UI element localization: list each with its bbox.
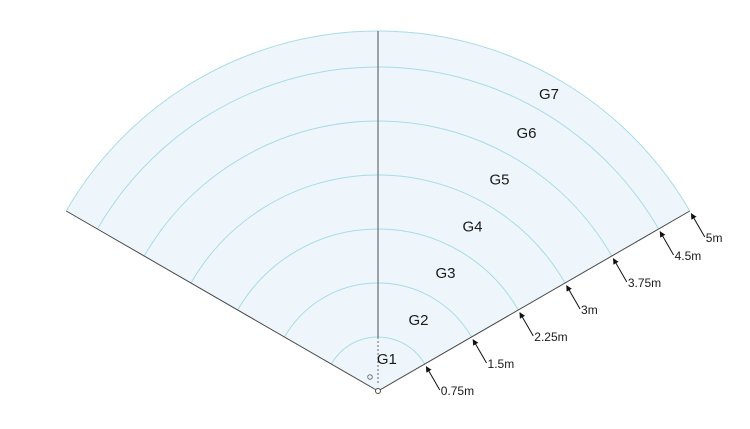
- apex-point: [375, 388, 381, 394]
- distance-label: 1.5m: [488, 357, 515, 371]
- distance-arrow-2: [519, 312, 534, 337]
- sensor-point: [367, 374, 373, 380]
- zone-label-g2: G2: [408, 312, 428, 329]
- distance-label: 2.25m: [534, 330, 567, 344]
- distance-label: 3.75m: [628, 276, 661, 290]
- zone-label-g4: G4: [462, 218, 482, 235]
- distance-label: 0.75m: [441, 384, 474, 398]
- zone-label-g5: G5: [489, 172, 509, 189]
- zone-label-g3: G3: [435, 265, 455, 282]
- distance-arrow-3: [566, 285, 581, 310]
- sector-edge-right: [377, 210, 691, 392]
- distance-arrow-1: [472, 339, 487, 364]
- distance-arrow-4: [612, 258, 628, 283]
- distance-arrow-0: [425, 366, 441, 391]
- sector-edge-left: [65, 210, 379, 392]
- distance-label: 5m: [706, 231, 723, 245]
- distance-label: 3m: [581, 303, 598, 317]
- distance-label: 4.5m: [675, 249, 702, 263]
- distance-arrow-6: [690, 213, 706, 238]
- zone-label-g1: G1: [377, 351, 397, 368]
- zone-label-g7: G7: [539, 86, 559, 103]
- distance-arrow-5: [659, 231, 675, 256]
- zone-label-g6: G6: [516, 125, 536, 142]
